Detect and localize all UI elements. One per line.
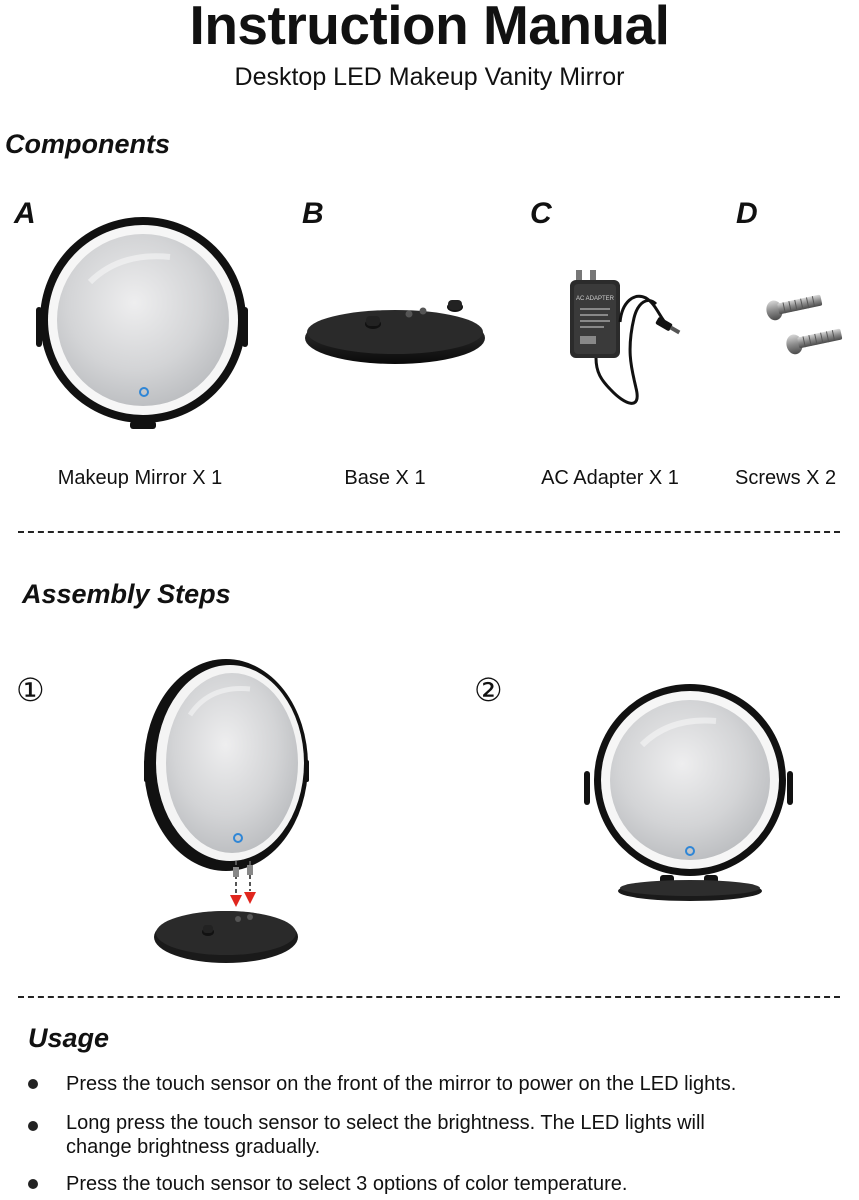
bullet-icon	[28, 1079, 38, 1089]
component-letter-b: B	[302, 197, 324, 230]
step-number-2: ②	[474, 671, 503, 709]
usage-bullet-text: Long press the touch sensor to select th…	[66, 1112, 705, 1134]
component-caption-adapter: AC Adapter X 1	[541, 467, 679, 489]
section-divider	[18, 996, 840, 998]
ac-adapter-icon: AC ADAPTER	[570, 270, 681, 405]
step-number-1: ①	[16, 671, 45, 709]
usage-heading: Usage	[28, 1023, 110, 1053]
adapter-label-text: AC ADAPTER	[576, 296, 615, 302]
list-item: Press the touch sensor on the front of t…	[28, 1072, 828, 1096]
bullet-icon	[28, 1179, 38, 1189]
section-divider	[18, 531, 840, 533]
screws-icon	[766, 294, 843, 355]
round-mirror-icon	[36, 217, 248, 429]
assembly-step-1-illustration	[144, 659, 309, 963]
assembly-heading: Assembly Steps	[22, 579, 231, 609]
component-letter-a: A	[14, 197, 36, 230]
components-heading: Components	[5, 129, 170, 159]
component-caption-mirror: Makeup Mirror X 1	[57, 467, 223, 489]
list-item: Press the touch sensor to select 3 optio…	[28, 1172, 828, 1196]
page-subtitle: Desktop LED Makeup Vanity Mirror	[234, 63, 625, 91]
component-letter-d: D	[736, 197, 758, 230]
component-caption-base: Base X 1	[344, 467, 426, 489]
list-item: Long press the touch sensor to select th…	[28, 1111, 828, 1159]
usage-bullet-text-continued: change brightness gradually.	[66, 1136, 321, 1158]
assembly-step-2-illustration	[584, 684, 793, 901]
page-title: Instruction Manual	[189, 0, 670, 56]
usage-bullet-text: Press the touch sensor to select 3 optio…	[66, 1173, 628, 1195]
component-caption-screws: Screws X 2	[735, 467, 837, 489]
usage-bullet-text: Press the touch sensor on the front of t…	[66, 1073, 737, 1095]
bullet-icon	[28, 1121, 38, 1131]
component-letter-c: C	[530, 197, 552, 230]
oval-base-icon	[305, 300, 485, 364]
